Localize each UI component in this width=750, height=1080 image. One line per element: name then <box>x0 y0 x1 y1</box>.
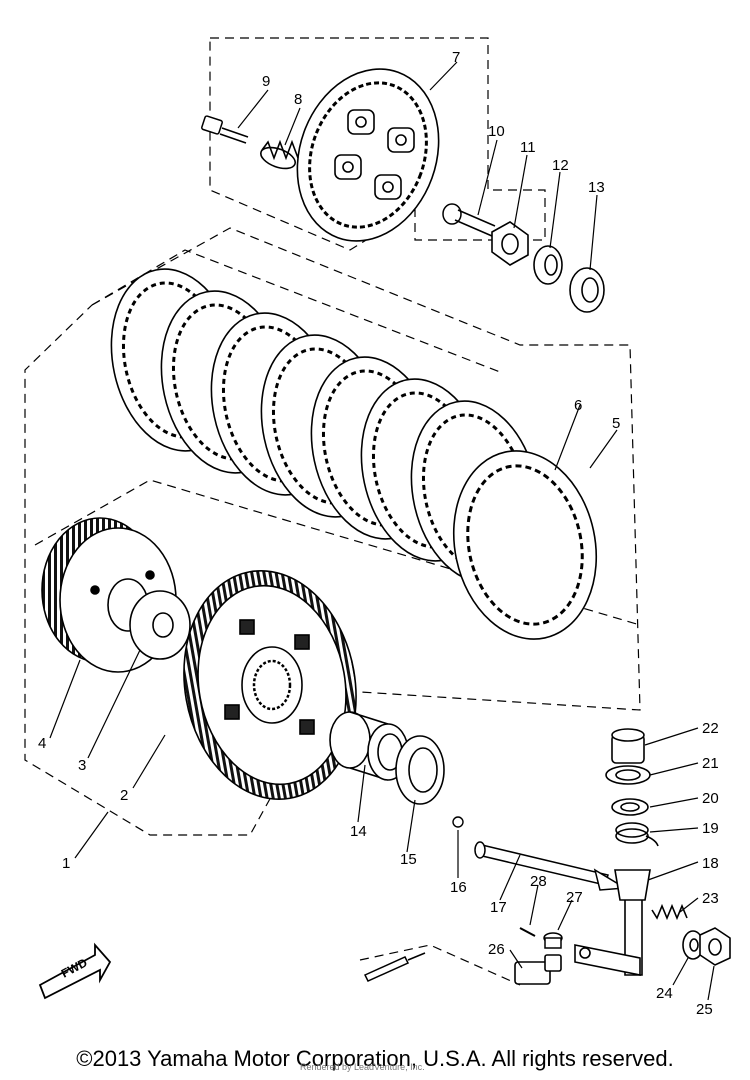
part-number-14: 14 <box>350 823 367 840</box>
part-number-21: 21 <box>702 755 719 772</box>
adjust-screw <box>651 903 688 921</box>
ball <box>452 816 464 828</box>
watermark-text: Rendered by LeadVenture, Inc. <box>300 1062 425 1072</box>
part-number-2: 2 <box>120 787 128 804</box>
clutch-housing <box>183 569 357 801</box>
spring <box>260 139 299 170</box>
part-number-27: 27 <box>566 889 583 906</box>
part-number-19: 19 <box>702 820 719 837</box>
part-number-5: 5 <box>612 415 620 432</box>
part-number-labels: 1 2 3 4 5 6 7 8 9 10 11 12 13 14 15 16 1… <box>38 49 719 1018</box>
copyright-notice: ©2013 Yamaha Motor Corporation, U.S.A. A… <box>76 1046 674 1071</box>
part-number-1: 1 <box>62 855 70 872</box>
part-number-6: 6 <box>574 397 582 414</box>
part-number-18: 18 <box>702 855 719 872</box>
pin-27 <box>543 932 563 949</box>
part-number-24: 24 <box>656 985 673 1002</box>
part-number-4: 4 <box>38 735 46 752</box>
clutch-exploded-diagram: FWD 1 2 3 4 5 6 <box>24 37 731 1018</box>
part-number-23: 23 <box>702 890 719 907</box>
bolt <box>201 115 249 144</box>
part-number-12: 12 <box>552 157 569 174</box>
part-number-3: 3 <box>78 757 86 774</box>
part-number-7: 7 <box>452 49 460 66</box>
part-number-26: 26 <box>488 941 505 958</box>
bearing-22 <box>611 728 645 764</box>
part-number-25: 25 <box>696 1001 713 1018</box>
clutch-plate-stack <box>110 268 598 640</box>
cable-holder <box>514 954 562 985</box>
part-number-13: 13 <box>588 179 605 196</box>
thrust-washer <box>129 590 191 660</box>
washer-15 <box>395 735 445 805</box>
washer-13 <box>569 267 605 313</box>
part-number-16: 16 <box>450 879 467 896</box>
part-number-22: 22 <box>702 720 719 737</box>
part-number-15: 15 <box>400 851 417 868</box>
cotter-pin <box>519 927 536 937</box>
push-lever-shaft <box>574 869 651 976</box>
washer-20 <box>611 798 649 816</box>
part-number-9: 9 <box>262 73 270 90</box>
washer-12 <box>533 245 563 285</box>
nut-25 <box>699 927 731 966</box>
cable-end <box>363 952 426 982</box>
pressure-plate <box>296 68 440 242</box>
push-bolt <box>442 203 496 237</box>
fwd-arrow: FWD <box>38 942 112 1000</box>
part-number-11: 11 <box>520 139 536 156</box>
spring-19 <box>615 822 659 847</box>
part-number-20: 20 <box>702 790 719 807</box>
oil-seal-21 <box>605 765 651 785</box>
part-number-28: 28 <box>530 873 547 890</box>
leader-lines <box>49 61 715 1001</box>
part-number-17: 17 <box>490 899 507 916</box>
push-rod <box>474 841 628 891</box>
part-number-10: 10 <box>488 123 505 140</box>
clutch-boss <box>41 517 177 673</box>
lock-nut <box>491 221 529 266</box>
part-number-8: 8 <box>294 91 302 108</box>
